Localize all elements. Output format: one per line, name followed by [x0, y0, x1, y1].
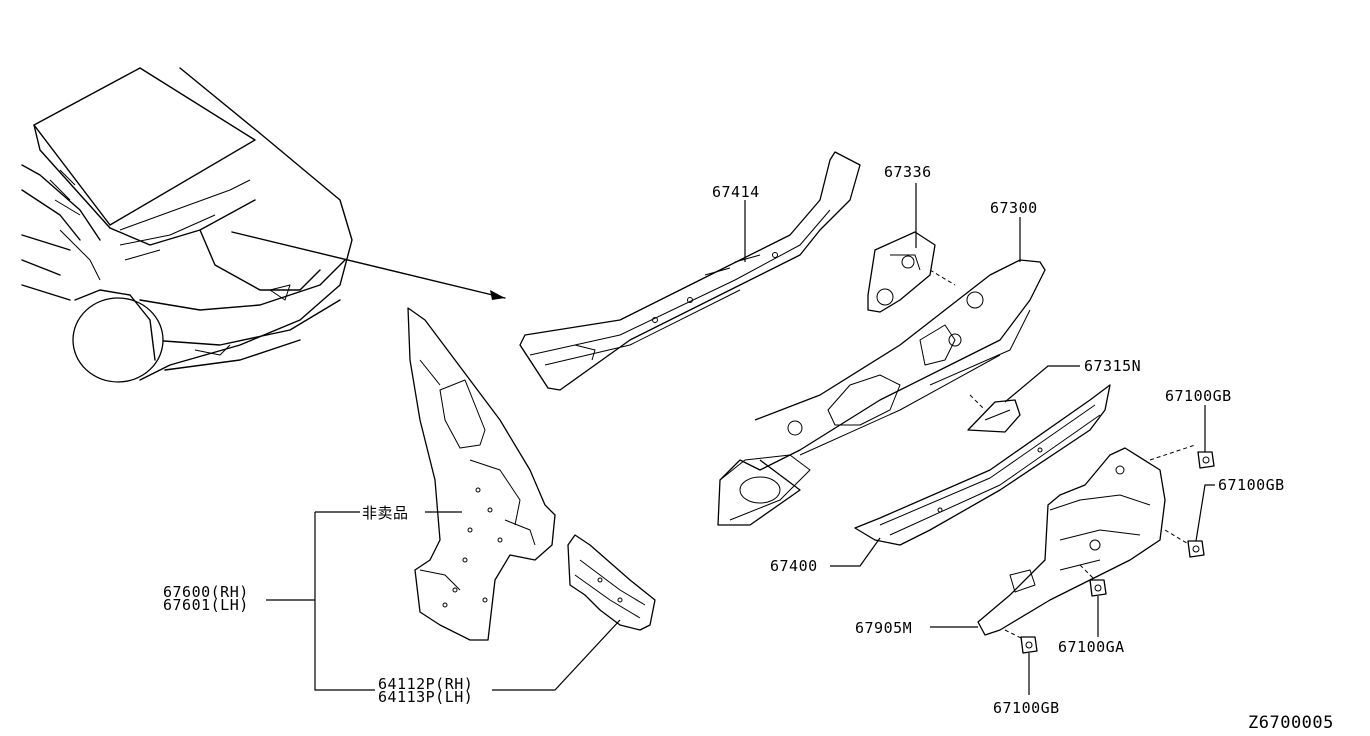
part-67414-shape	[519, 151, 861, 391]
clip-67100GB-upper-icon	[1197, 451, 1215, 469]
label-64113P-lh: 64113P(LH)	[378, 688, 473, 706]
clip-67100GA-icon	[1089, 579, 1107, 597]
vehicle-front-illustration	[21, 67, 506, 383]
label-67100GB-middle: 67100GB	[1218, 476, 1285, 494]
label-67400: 67400	[770, 557, 818, 575]
label-67100GB-lower: 67100GB	[993, 699, 1060, 717]
part-67600-shape	[407, 307, 556, 641]
label-67336: 67336	[884, 163, 932, 181]
part-67300-shape	[717, 259, 1046, 526]
label-67100GA: 67100GA	[1058, 638, 1125, 656]
label-67601-lh: 67601(LH)	[163, 596, 249, 614]
label-67600-rh: 67600(RH)	[163, 583, 249, 601]
diagram-code: Z6700005	[1248, 713, 1334, 733]
label-67905M: 67905M	[855, 619, 912, 637]
part-67905M-assembly-shape	[977, 444, 1196, 641]
clip-67100GB-middle-icon	[1187, 540, 1205, 558]
part-67315N-shape	[967, 394, 1021, 433]
label-64112P-rh: 64112P(RH)	[378, 675, 473, 693]
part-64112P-shape	[567, 534, 656, 631]
label-not-for-sale: 非卖品	[362, 504, 409, 522]
label-67414: 67414	[712, 183, 760, 201]
label-67100GB-upper: 67100GB	[1165, 387, 1232, 405]
label-67300: 67300	[990, 199, 1038, 217]
part-67336-shape	[867, 231, 956, 313]
part-67400-shape	[854, 384, 1111, 546]
clip-67100GB-lower-icon	[1020, 636, 1038, 654]
label-67315N: 67315N	[1084, 357, 1141, 375]
leader-lines	[266, 183, 1215, 695]
